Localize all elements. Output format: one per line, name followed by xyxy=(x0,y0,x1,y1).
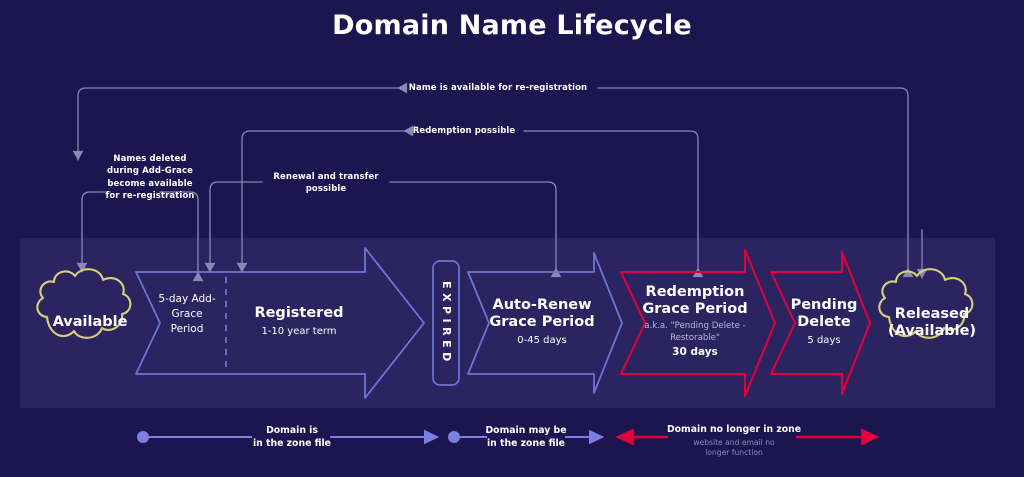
stage-registered: Registered 1-10 year term xyxy=(232,305,366,337)
released-cloud xyxy=(878,268,974,339)
stage-available-label: Available xyxy=(52,314,128,330)
connector-lines xyxy=(72,82,928,282)
stage-auto-renew: Auto-Renew Grace Period 0-45 days xyxy=(480,297,604,346)
stage-panel xyxy=(20,238,995,408)
stage-add-grace-label: 5-day Add-Grace Period xyxy=(158,293,216,336)
stage-redemption-label: Redemption Grace Period xyxy=(642,284,748,318)
available-cloud xyxy=(36,268,132,339)
connector-re-registration-right xyxy=(597,87,914,278)
stage-pending-delete-label: Pending Delete xyxy=(790,297,858,331)
stage-registered-label: Registered xyxy=(254,305,344,321)
legend-dot-start xyxy=(137,431,149,443)
stage-redemption-aka: a.k.a. "Pending Delete - Restorable" xyxy=(644,321,746,343)
stage-auto-renew-label: Auto-Renew Grace Period xyxy=(489,297,595,331)
stage-auto-renew-sub: 0-45 days xyxy=(517,335,567,347)
stage-redemption: Redemption Grace Period a.k.a. "Pending … xyxy=(632,284,758,358)
stage-expired-label: EXPIRED xyxy=(440,280,453,366)
connector-renewal-right xyxy=(389,181,562,278)
page-title: Domain Name Lifecycle xyxy=(332,10,692,41)
stage-pending-delete-days: 5 days xyxy=(807,335,841,347)
connector-addgrace-right xyxy=(159,191,204,282)
annotation-redemption-possible: Redemption possible xyxy=(412,126,516,136)
expired-box xyxy=(432,260,460,386)
connector-redemption-left xyxy=(236,125,414,273)
stage-pending-delete: Pending Delete 5 days xyxy=(781,297,867,346)
legend-no-longer-title: Domain no longer in zone xyxy=(666,424,802,435)
auto-renew-arrow xyxy=(467,252,623,394)
connector-redemption-right xyxy=(523,130,704,278)
stage-released-label: Released (Available) xyxy=(887,306,977,340)
annotation-add-grace-deleted: Names deleted during Add-Grace become av… xyxy=(105,154,195,201)
legend-dot-mid xyxy=(448,431,460,443)
stage-registered-sub: 1-10 year term xyxy=(261,326,337,338)
connector-re-registration-left xyxy=(72,82,408,161)
connector-renewal-left xyxy=(204,181,263,273)
legend-graphics xyxy=(137,428,880,446)
registered-arrow xyxy=(135,247,425,399)
pending-delete-arrow xyxy=(770,251,871,395)
annotation-renewal-transfer: Renewal and transfer possible xyxy=(273,172,379,195)
legend-item-no-longer-in-zone: Domain no longer in zone website and ema… xyxy=(660,424,808,458)
connector-addgrace-left xyxy=(76,191,111,273)
stage-redemption-days: 30 days xyxy=(672,346,718,359)
annotation-re-registration: Name is available for re-registration xyxy=(408,83,588,93)
redemption-arrow xyxy=(620,249,776,397)
